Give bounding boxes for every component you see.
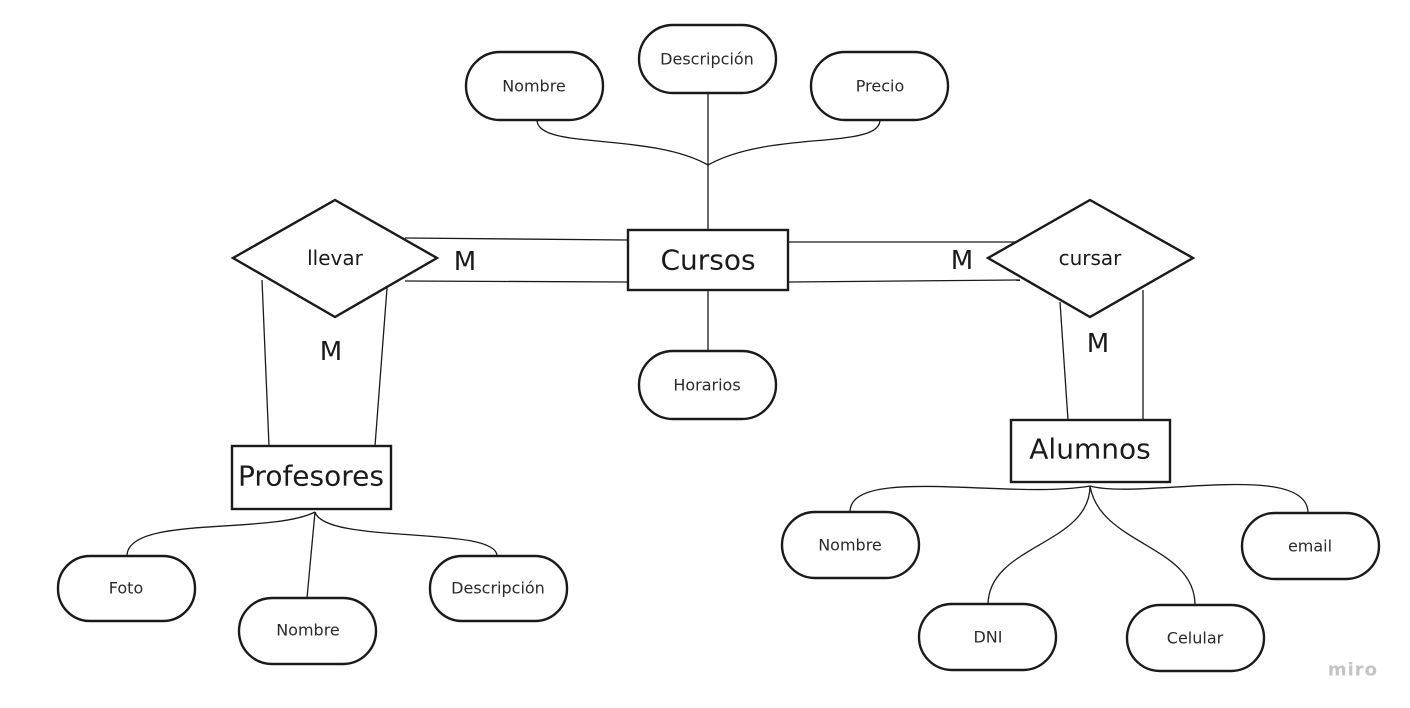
connector-profesores-nombre (306, 511, 316, 599)
attribute-label: Nombre (276, 621, 340, 640)
attribute-cursos-horarios[interactable]: Horarios (637, 349, 778, 421)
connector-llevar-profesores-right (374, 287, 388, 447)
cardinality-llevar-cursos: M (454, 247, 476, 277)
attribute-alumnos-nombre[interactable]: Nombre (780, 510, 921, 580)
attribute-label: Nombre (818, 536, 882, 555)
relationship-label: llevar (307, 246, 364, 270)
attribute-label: Descripción (451, 579, 545, 598)
connector-llevar-profesores-left (261, 279, 270, 447)
entity-label: Alumnos (1029, 433, 1150, 466)
connector-cursos-precio (707, 119, 881, 166)
attribute-label: Horarios (673, 376, 740, 395)
relationship-llevar[interactable]: llevar (230, 198, 440, 319)
relationship-label: cursar (1059, 246, 1123, 270)
cardinality-llevar-profesores: M (320, 337, 342, 367)
attribute-alumnos-dni[interactable]: DNI (917, 602, 1058, 672)
entity-profesores[interactable]: Profesores (230, 444, 393, 511)
connector-profesores-descripcion (314, 511, 498, 557)
attribute-alumnos-email[interactable]: email (1240, 511, 1381, 581)
attribute-profesores-descripcion[interactable]: Descripción (428, 554, 569, 623)
attribute-cursos-precio[interactable]: Precio (809, 50, 950, 122)
connector-llevar-cursos-bottom (404, 280, 629, 283)
miro-watermark: miro (1328, 660, 1378, 681)
entity-cursos[interactable]: Cursos (626, 228, 790, 292)
connector-alumnos-dni (987, 485, 1091, 606)
attribute-profesores-foto[interactable]: Foto (56, 554, 197, 623)
connector-profesores-foto (126, 511, 316, 557)
attribute-alumnos-celular[interactable]: Celular (1125, 603, 1266, 673)
attribute-label: Descripción (660, 50, 754, 69)
cardinality-cursar-cursos: M (951, 246, 973, 276)
connectors (126, 92, 1309, 606)
connector-alumnos-nombre (849, 485, 1091, 513)
cardinality-cursar-alumnos: M (1087, 329, 1109, 359)
entity-label: Cursos (660, 244, 755, 277)
relationship-cursar[interactable]: cursar (985, 198, 1196, 319)
connector-cursos-nombre (536, 119, 709, 166)
attribute-cursos-nombre[interactable]: Nombre (464, 50, 605, 122)
connector-alumnos-email (1089, 483, 1309, 514)
attribute-label: Foto (109, 579, 143, 598)
attribute-label: Nombre (502, 77, 566, 96)
connector-cursos-cursar-bottom (788, 279, 1021, 283)
attribute-label: email (1288, 537, 1332, 556)
attribute-profesores-nombre[interactable]: Nombre (237, 596, 378, 666)
attribute-label: Celular (1167, 629, 1224, 648)
connector-cursar-alumnos-left (1059, 301, 1069, 421)
entity-alumnos[interactable]: Alumnos (1009, 418, 1172, 484)
attribute-label: Precio (856, 77, 904, 96)
attribute-cursos-descripcion[interactable]: Descripción (637, 23, 778, 95)
attribute-label: DNI (973, 628, 1002, 647)
entity-label: Profesores (238, 460, 384, 493)
connector-llevar-cursos-top (404, 237, 629, 241)
connector-alumnos-celular (1089, 485, 1196, 606)
